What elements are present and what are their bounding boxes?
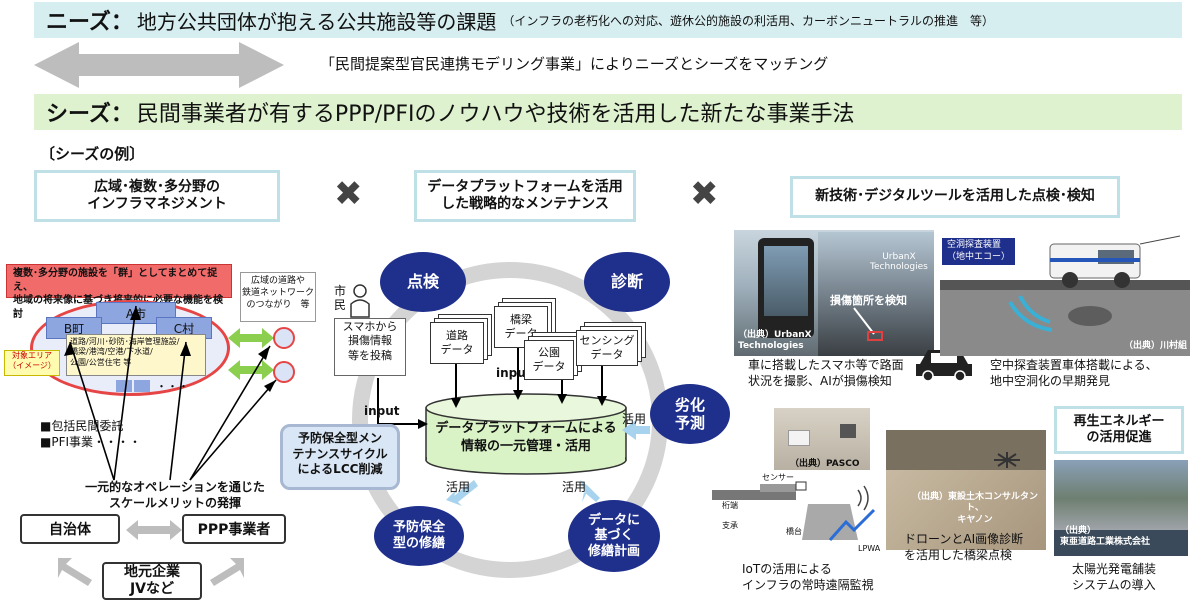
- use-label-3: 活用: [562, 480, 587, 494]
- credit-solar: （出典） 東亜道路工業株式会社: [1060, 526, 1151, 547]
- needs-colon: ：: [110, 10, 133, 35]
- times-icon-2: ✖: [690, 174, 719, 214]
- seeds-colon: ：: [110, 102, 133, 127]
- damage-detect-label: 損傷箇所を検知: [830, 294, 907, 307]
- bullet-item: ■包括民間委託: [40, 419, 124, 433]
- local-company-box: 地元企業 JVなど: [102, 562, 202, 600]
- abutment-label: 橋台: [786, 527, 802, 536]
- right-section-title: 新技術･デジタルツールを活用した点検･検知: [790, 176, 1120, 218]
- input-label-2: input: [496, 366, 532, 380]
- center-section-title: データプラットフォームを活用 した戦略的なメンテナンス: [414, 170, 636, 222]
- person-icon: [350, 284, 370, 318]
- left-diagram-graphics: [58, 305, 295, 586]
- b-town-box: B町: [46, 317, 102, 339]
- seeds-title: 民間事業者が有するPPP/PFIのノウハウや技術を活用した新たな事業手法: [136, 102, 855, 127]
- caption-solar: 太陽光発電舗装 システムの導入: [1072, 562, 1157, 592]
- lpwa-label: LPWA: [858, 544, 881, 553]
- caption-aerial: 空中探査装置車体搭載による、 地中空洞化の早期発見: [990, 358, 1158, 388]
- drone-photo: （出典）東設土木コンサルタント、 キヤノン: [886, 430, 1046, 550]
- girder-label: 桁端: [722, 501, 738, 510]
- operation-text: 一元的なオペレーションを通じた スケールメリットの発揮: [85, 480, 265, 510]
- sensing-data-doc: センシング データ: [576, 330, 638, 366]
- caption-iot: IoTの活用による インフラの常時遠隔監視: [742, 562, 874, 592]
- seeds-keyword: シーズ: [46, 102, 111, 127]
- support-label: 支承: [722, 521, 738, 530]
- use-label-1: 活用: [622, 412, 647, 426]
- degradation-circle: 劣化 予測: [650, 384, 730, 444]
- cavity-device-label: 空洞探査装置 （地中エコー）: [942, 238, 1016, 266]
- needs-keyword: ニーズ: [46, 10, 111, 35]
- left-section-title: 広域･複数･多分野の インフラマネジメント: [34, 170, 280, 222]
- ppp-box: PPP事業者: [182, 514, 286, 544]
- bullet-item: ■PFI事業・・・・: [40, 435, 142, 450]
- inspect-circle: 点検: [380, 252, 466, 312]
- matching-double-arrow: [34, 42, 284, 88]
- examples-heading: 〔シーズの例〕: [40, 145, 145, 163]
- bridge-sensor-diagram: [712, 481, 876, 541]
- credit-urbanx: （出典）UrbanX Technologies: [738, 330, 812, 351]
- use-label-2: 活用: [446, 480, 471, 494]
- bridge-data-doc: 橋梁 データ: [494, 306, 548, 348]
- times-icon-1: ✖: [334, 174, 363, 214]
- seeds-banner: シーズ ： 民間事業者が有するPPP/PFIのノウハウや技術を活用した新たな事業…: [34, 94, 1182, 130]
- repair-plan-circle: データに 基づく 修繕計画: [568, 500, 660, 572]
- park-data-doc: 公園 データ: [524, 340, 574, 380]
- solar-pavement-photo: （出典） 東亜道路工業株式会社: [1054, 460, 1188, 556]
- target-area-label: 対象エリア （イメージ）: [4, 350, 60, 376]
- car-icon: [916, 350, 972, 382]
- caption-drone: ドローンとAI画像診断 を活用した橋梁点検: [904, 532, 1024, 562]
- lcc-callout: 予防保全型メン テナンスサイクル によるLCC削減: [280, 424, 400, 490]
- preventive-circle: 予防保全 型の修繕: [374, 506, 464, 566]
- renewable-title: 再生エネルギー の活用促進: [1054, 406, 1184, 454]
- bullets-list: ■包括民間委託 ■PFI事業・・・・: [40, 418, 141, 450]
- credit-kawamura: （出典）川村組: [1124, 341, 1188, 351]
- needs-title: 地方公共団体が抱える公共施設等の課題: [136, 9, 497, 34]
- urbanx-overlay: UrbanX Technologies: [870, 252, 928, 272]
- matching-text: 「民間提案型官民連携モデリング事業」によりニーズとシーズをマッチング: [320, 55, 829, 73]
- platform-label: データプラットフォームによる 情報の一元管理・活用: [435, 421, 617, 454]
- network-note: 広域の道路や 鉄道ネットワーク のつながり 等: [240, 272, 316, 322]
- small-area-box: [116, 380, 132, 392]
- sensor-label: センサー: [762, 473, 794, 482]
- credit-drone: （出典）東設土木コンサルタント、 キヤノン: [911, 492, 1038, 525]
- caption-phone: 車に搭載したスマホ等で路面 状況を撮影、AIが損傷検知: [748, 358, 904, 388]
- survey-vehicle-illustration: 空洞探査装置 （地中エコー） （出典）川村組: [940, 230, 1190, 356]
- input-label-1: input: [364, 404, 400, 418]
- sensor-photo: （出典）PASCO: [774, 408, 870, 470]
- credit-pasco: （出典）PASCO: [790, 459, 860, 469]
- diagnose-circle: 診断: [584, 252, 670, 312]
- needs-note: （インフラの老朽化への対応、遊休公的施設の利活用、カーボンニュートラルの推進 等…: [502, 13, 994, 28]
- jichitai-box: 自治体: [20, 514, 120, 544]
- small-area-box: [134, 380, 150, 392]
- smartphone-post-box: スマホから 損傷情報 等を投稿: [334, 318, 406, 376]
- road-data-doc: 道路 データ: [430, 322, 484, 364]
- needs-banner: ニーズ ： 地方公共団体が抱える公共施設等の課題 （インフラの老朽化への対応、遊…: [34, 2, 1182, 38]
- citizen-label: 市 民: [334, 284, 347, 313]
- smartphone-photo: UrbanX Technologies 損傷箇所を検知 （出典）UrbanX T…: [734, 230, 934, 356]
